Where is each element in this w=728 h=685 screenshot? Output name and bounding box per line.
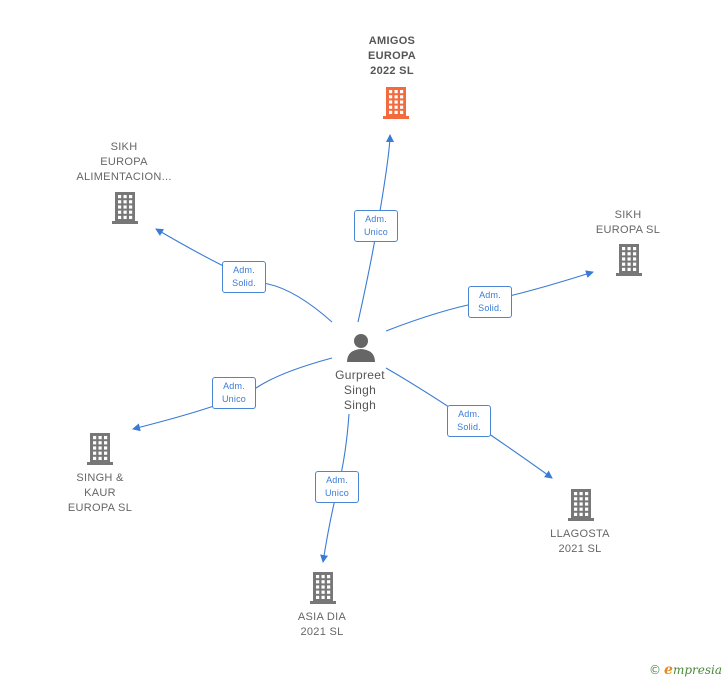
empresia-logo[interactable]: ©empresia	[649, 662, 722, 678]
company-label-sikh-alimentacion[interactable]: SIKH EUROPA ALIMENTACION...	[76, 141, 172, 183]
relation-badge-amigos[interactable]: Adm. Unico	[354, 210, 398, 242]
building-icon-sikh-alimentacion[interactable]	[112, 192, 138, 224]
company-label-asia-dia[interactable]: ASIA DIA 2021 SL	[297, 611, 347, 638]
building-icon-amigos[interactable]	[383, 87, 409, 119]
building-icon-asia-dia[interactable]	[310, 572, 336, 604]
person-icon[interactable]	[347, 334, 375, 362]
company-label-amigos[interactable]: AMIGOS EUROPA 2022 SL	[367, 35, 417, 77]
building-icon-sikh-europa[interactable]	[616, 244, 642, 276]
company-label-llagosta[interactable]: LLAGOSTA 2021 SL	[550, 528, 610, 555]
brand-initial: e	[664, 662, 673, 678]
relation-badge-sikh-europa[interactable]: Adm. Solid.	[468, 286, 512, 318]
company-label-sikh-europa[interactable]: SIKH EUROPA SL	[595, 209, 661, 236]
brand-name: mpresia	[672, 663, 722, 677]
building-icon-singh-kaur[interactable]	[87, 433, 113, 465]
relation-badge-singh-kaur[interactable]: Adm. Unico	[212, 377, 256, 409]
copyright-icon: ©	[649, 663, 662, 677]
center-person-label[interactable]: Gurpreet Singh Singh	[335, 368, 385, 412]
relation-badge-asia-dia[interactable]: Adm. Unico	[315, 471, 359, 503]
relation-edge-amigos	[357, 134, 394, 323]
building-icon-llagosta[interactable]	[568, 489, 594, 521]
relation-badge-llagosta[interactable]: Adm. Solid.	[447, 405, 491, 437]
relation-badge-sikh-alimentacion[interactable]: Adm. Solid.	[222, 261, 266, 293]
company-label-singh-kaur[interactable]: SINGH & KAUR EUROPA SL	[67, 472, 133, 514]
